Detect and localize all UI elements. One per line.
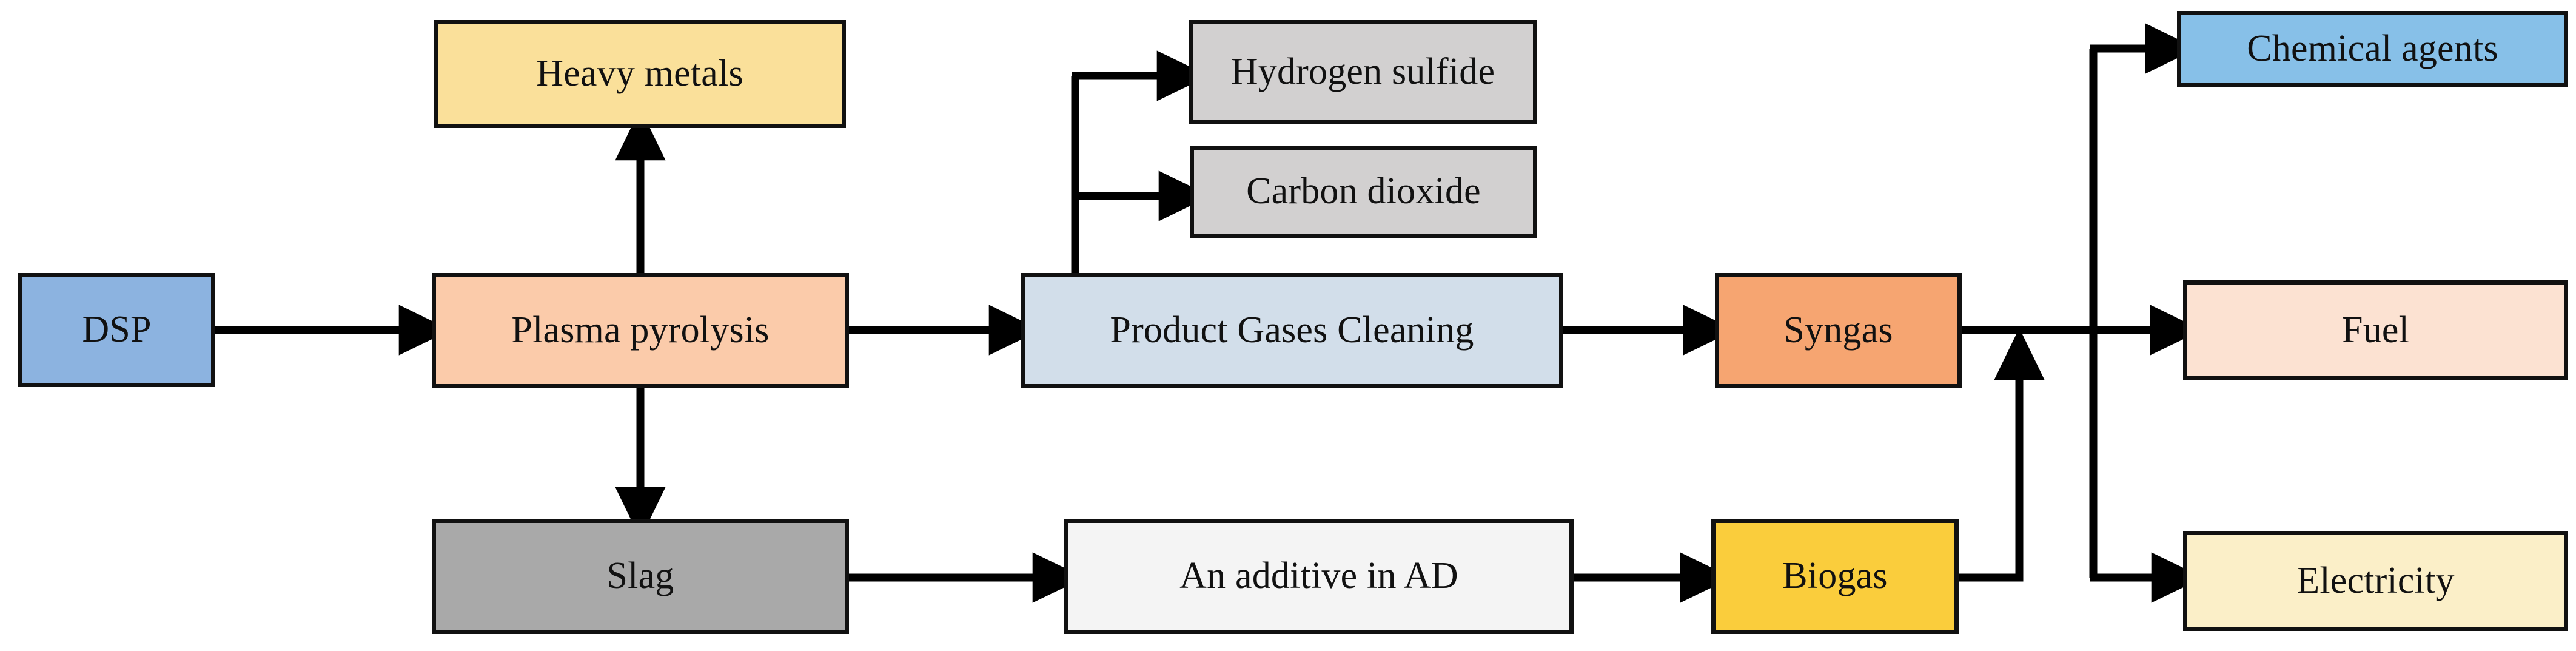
node-heavy-metals-label: Heavy metals xyxy=(536,53,743,95)
node-slag[interactable]: Slag xyxy=(432,519,849,634)
node-electricity[interactable]: Electricity xyxy=(2183,531,2568,631)
node-slag-label: Slag xyxy=(606,555,674,597)
node-syngas[interactable]: Syngas xyxy=(1715,273,1962,388)
node-heavy-metals[interactable]: Heavy metals xyxy=(434,20,846,128)
node-chemical-agents[interactable]: Chemical agents xyxy=(2177,11,2568,87)
node-hydrogen-sulfide[interactable]: Hydrogen sulfide xyxy=(1189,20,1537,124)
node-fuel-label: Fuel xyxy=(2341,309,2410,351)
node-product-gases-cleaning[interactable]: Product Gases Cleaning xyxy=(1021,273,1563,388)
node-additive-in-ad-label: An additive in AD xyxy=(1179,555,1458,597)
node-hydrogen-sulfide-label: Hydrogen sulfide xyxy=(1230,51,1495,93)
node-plasma-pyrolysis-label: Plasma pyrolysis xyxy=(511,309,770,351)
node-carbon-dioxide[interactable]: Carbon dioxide xyxy=(1190,146,1537,238)
node-fuel[interactable]: Fuel xyxy=(2183,280,2568,380)
node-biogas[interactable]: Biogas xyxy=(1711,519,1959,634)
edge-biogas-to-syngas xyxy=(1959,328,2045,582)
node-additive-in-ad[interactable]: An additive in AD xyxy=(1064,519,1574,634)
node-electricity-label: Electricity xyxy=(2296,559,2455,601)
node-dsp[interactable]: DSP xyxy=(18,273,215,387)
node-product-gases-cleaning-label: Product Gases Cleaning xyxy=(1110,309,1474,351)
node-syngas-label: Syngas xyxy=(1783,309,1893,351)
node-biogas-label: Biogas xyxy=(1782,555,1888,597)
node-chemical-agents-label: Chemical agents xyxy=(2247,27,2498,69)
node-plasma-pyrolysis[interactable]: Plasma pyrolysis xyxy=(432,273,849,388)
node-dsp-label: DSP xyxy=(82,309,152,351)
node-carbon-dioxide-label: Carbon dioxide xyxy=(1246,170,1481,212)
